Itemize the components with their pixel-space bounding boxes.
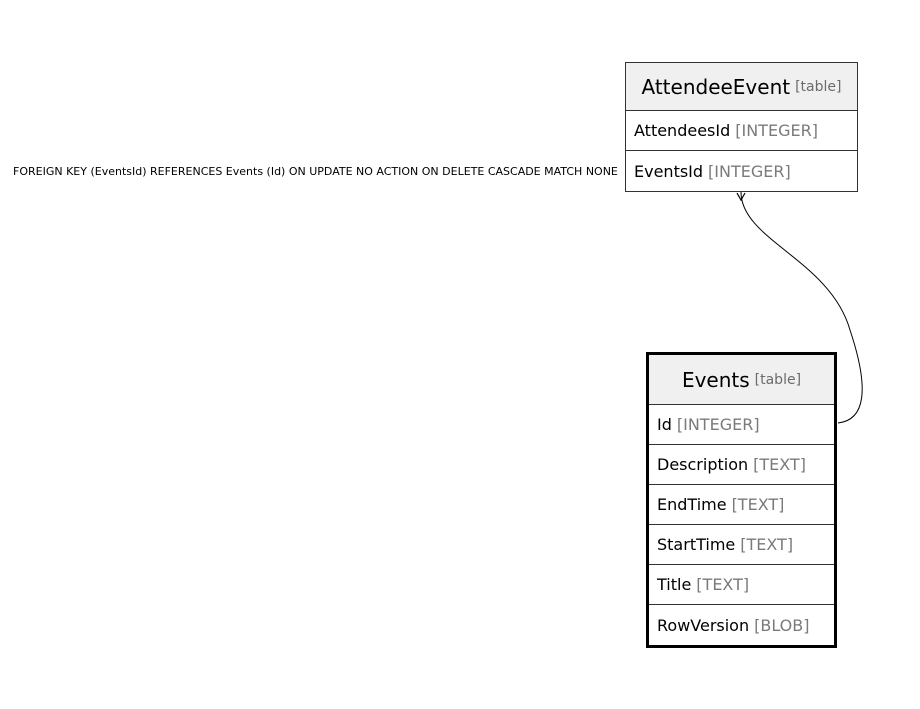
column-name: EventsId bbox=[634, 161, 704, 181]
crow-foot-marker bbox=[736, 192, 746, 202]
column-name: Title bbox=[657, 575, 692, 594]
column-type: [INTEGER] bbox=[676, 415, 760, 434]
fk-label: FOREIGN KEY (EventsId) REFERENCES Events… bbox=[13, 165, 618, 178]
column-row-description[interactable]: Description [TEXT] bbox=[649, 445, 834, 485]
table-events[interactable]: Events [table] Id [INTEGER] Description … bbox=[646, 352, 837, 648]
table-tag: [table] bbox=[754, 371, 802, 388]
table-header: Events [table] bbox=[649, 355, 834, 405]
column-type: [INTEGER] bbox=[708, 161, 791, 181]
column-name: AttendeesId bbox=[634, 121, 731, 140]
column-name: StartTime bbox=[657, 535, 736, 554]
column-row-id[interactable]: Id [INTEGER] bbox=[649, 405, 834, 445]
table-attendeeevent[interactable]: AttendeeEvent [table] AttendeesId [INTEG… bbox=[625, 62, 858, 192]
table-tag: [table] bbox=[795, 78, 842, 95]
table-header: AttendeeEvent [table] bbox=[626, 63, 857, 111]
column-name: Description bbox=[657, 455, 749, 474]
column-name: Id bbox=[657, 415, 672, 434]
column-row-title[interactable]: Title [TEXT] bbox=[649, 565, 834, 605]
column-type: [TEXT] bbox=[696, 575, 750, 594]
column-name: EndTime bbox=[657, 495, 727, 514]
column-type: [INTEGER] bbox=[735, 121, 818, 140]
column-name: RowVersion bbox=[657, 615, 750, 635]
column-row-eventsid[interactable]: EventsId [INTEGER] bbox=[626, 151, 857, 191]
column-row-endtime[interactable]: EndTime [TEXT] bbox=[649, 485, 834, 525]
column-type: [TEXT] bbox=[740, 535, 794, 554]
column-row-attendeesid[interactable]: AttendeesId [INTEGER] bbox=[626, 111, 857, 151]
column-type: [BLOB] bbox=[754, 615, 810, 635]
column-type: [TEXT] bbox=[753, 455, 806, 474]
column-type: [TEXT] bbox=[731, 495, 785, 514]
table-title: Events bbox=[681, 367, 750, 392]
fk-edge-eventsid-to-id bbox=[740, 191, 863, 424]
column-row-starttime[interactable]: StartTime [TEXT] bbox=[649, 525, 834, 565]
table-title: AttendeeEvent bbox=[641, 74, 791, 99]
column-row-rowversion[interactable]: RowVersion [BLOB] bbox=[649, 605, 834, 645]
